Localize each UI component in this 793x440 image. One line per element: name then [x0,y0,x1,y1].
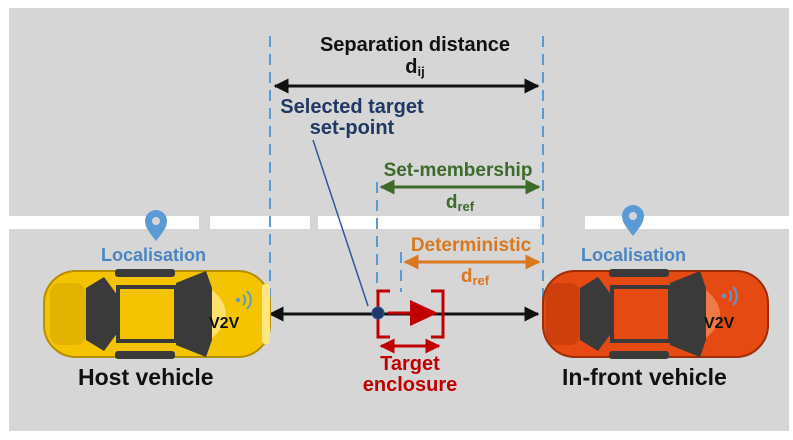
selected-target-label: Selected target set-point [280,96,424,139]
selected-target-pointer [312,139,369,307]
deterministic-dref: dref [460,266,490,288]
host-localisation-label: Localisation [101,245,207,265]
set-membership-label: Set-membership [383,160,533,181]
selected-target-point [371,306,385,320]
separation-distance-label: Separation distance dij [290,34,540,83]
location-pin-icon [145,210,167,241]
infront-localisation-label: Localisation [581,245,687,265]
host-vehicle-label: Host vehicle [78,364,214,390]
lane-marking [318,216,540,229]
host-vehicle [43,269,271,359]
infront-v2v-label: V2V [704,315,735,332]
target-enclosure-label: Target enclosure [362,353,458,396]
location-pin-icon [622,205,644,236]
lane-marking [585,216,789,229]
infront-vehicle-label: In-front vehicle [562,364,727,390]
lane-marking [210,216,310,229]
host-v2v-label: V2V [209,315,240,332]
lane-marking [9,216,199,229]
set-membership-dref: dref [445,192,475,214]
deterministic-label: Deterministic [410,235,532,256]
separation-distance-symbol: dij [405,56,425,79]
target-enclosure-right-bracket [431,289,445,339]
separation-distance-title: Separation distance [319,34,511,56]
infront-vehicle [542,269,769,359]
target-direction-arrowhead [410,300,438,326]
